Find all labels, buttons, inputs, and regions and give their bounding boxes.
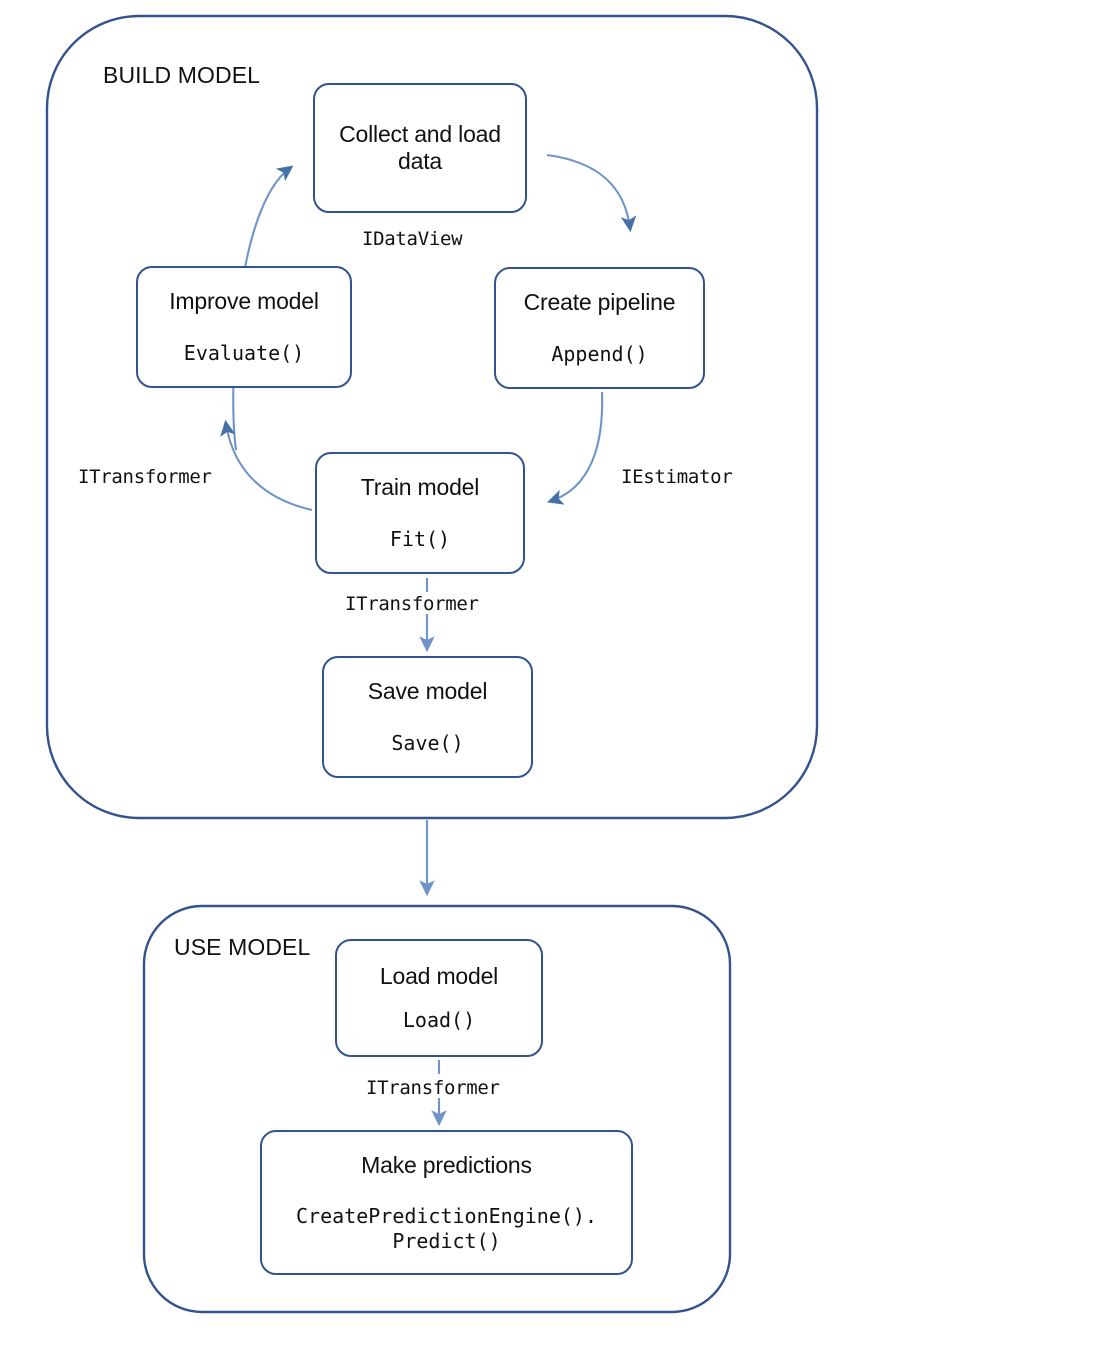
node-make-predictions-title: Make predictions: [361, 1151, 532, 1178]
node-save-model-title: Save model: [367, 678, 488, 705]
arrow-train-to-improve: [220, 419, 313, 512]
node-create-pipeline[interactable]: Create pipeline Append(): [494, 267, 705, 389]
edge-label-idataview: IDataView: [362, 228, 463, 250]
node-load-model-title: Load model: [379, 963, 499, 990]
arrow-collect-to-pipeline: [546, 153, 637, 233]
group-label-build-model: BUILD MODEL: [103, 62, 261, 88]
node-improve-model-api: Evaluate(): [183, 341, 305, 366]
node-train-model-title: Train model: [360, 474, 480, 501]
node-load-model-api: Load(): [402, 1008, 476, 1033]
node-make-predictions[interactable]: Make predictions CreatePredictionEngine(…: [260, 1130, 633, 1275]
edge-label-iestimator: IEstimator: [621, 466, 733, 488]
node-load-model[interactable]: Load model Load(): [335, 939, 543, 1057]
node-improve-model-title: Improve model: [169, 288, 319, 315]
node-collect-and-load-data[interactable]: Collect and load data: [313, 83, 527, 213]
edge-label-itransformer-train-save: ITransformer: [345, 593, 479, 615]
node-make-predictions-api: CreatePredictionEngine(). Predict(): [295, 1204, 598, 1253]
node-train-model-api: Fit(): [389, 527, 451, 552]
node-save-model[interactable]: Save model Save(): [322, 656, 533, 778]
node-train-model[interactable]: Train model Fit(): [315, 452, 525, 574]
arrow-pipeline-to-train: [547, 391, 604, 505]
edge-label-itransformer-load-predict: ITransformer: [366, 1077, 500, 1099]
node-create-pipeline-title: Create pipeline: [523, 289, 676, 316]
node-collect-and-load-data-title: Collect and load data: [339, 121, 501, 174]
node-save-model-api: Save(): [391, 731, 464, 756]
group-label-use-model: USE MODEL: [174, 934, 311, 960]
edge-label-itransformer-train-improve: ITransformer: [78, 466, 212, 488]
node-improve-model[interactable]: Improve model Evaluate(): [136, 266, 352, 388]
node-create-pipeline-api: Append(): [551, 342, 648, 367]
